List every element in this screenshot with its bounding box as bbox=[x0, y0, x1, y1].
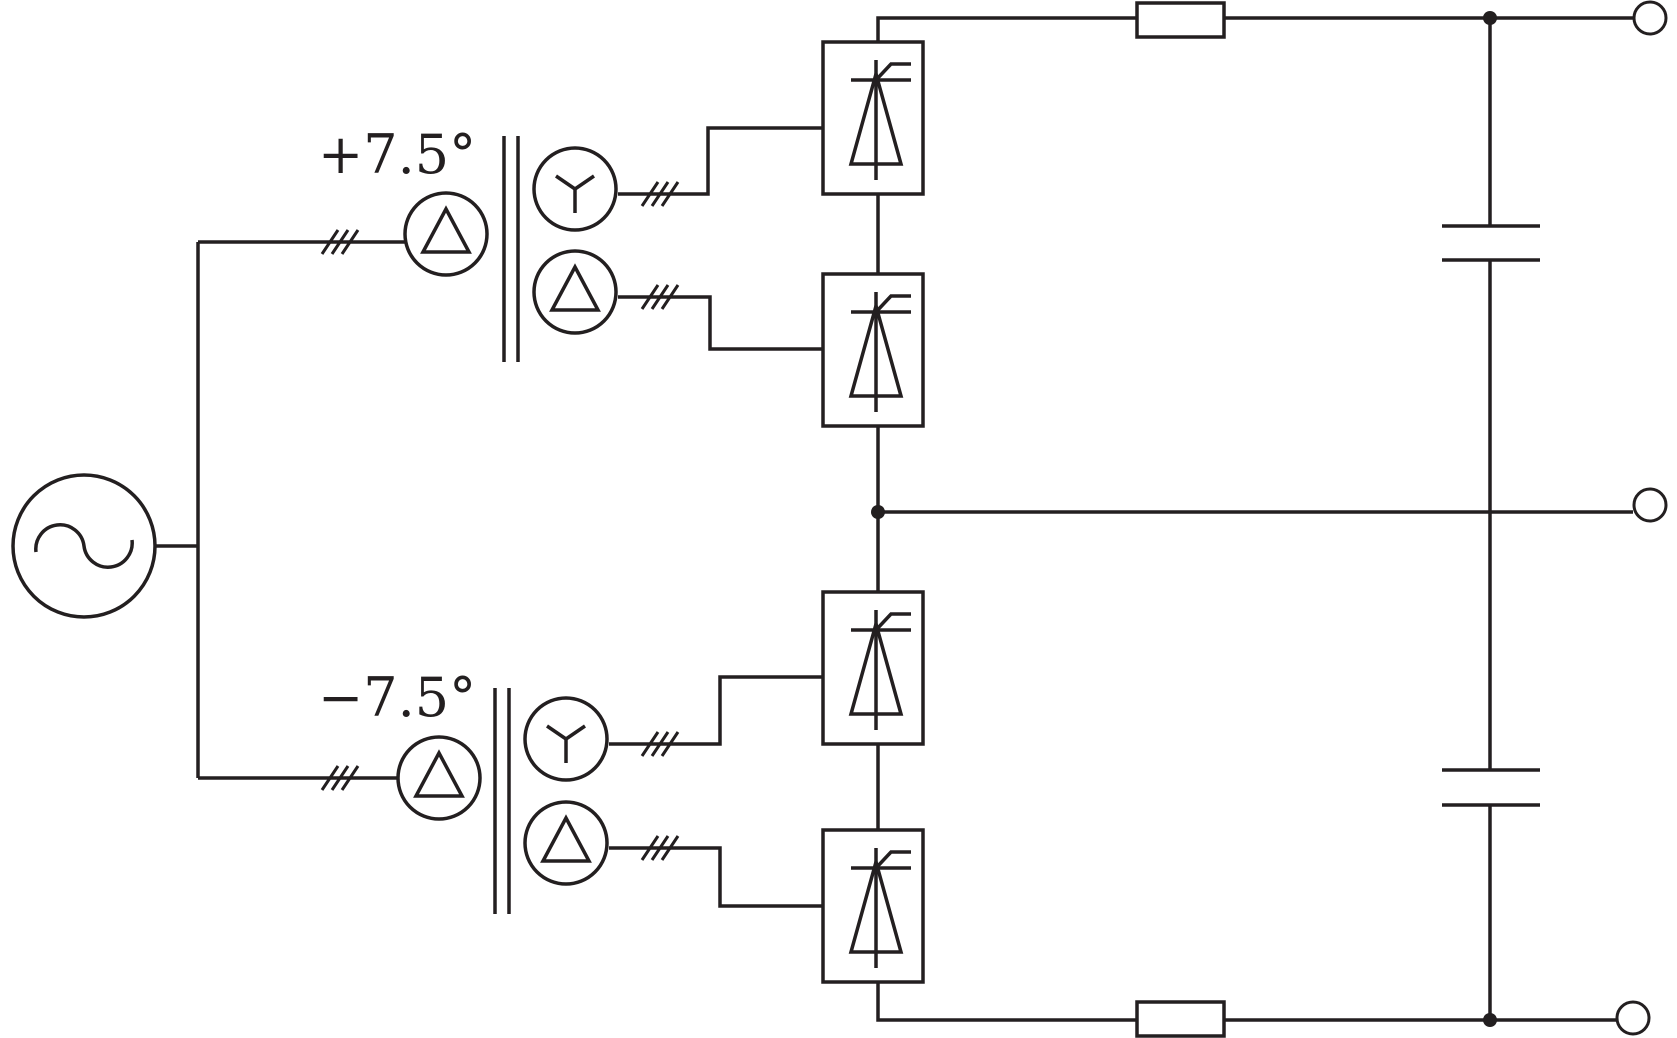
junction-dots bbox=[871, 11, 1497, 1027]
wye-winding-icon bbox=[532, 146, 618, 232]
capacitor-icon bbox=[1442, 224, 1540, 262]
delta-winding-icon bbox=[396, 735, 482, 821]
ac-source-icon bbox=[11, 473, 157, 619]
delta-winding-icon bbox=[403, 191, 489, 277]
resistor-icon bbox=[1135, 1, 1226, 39]
lower-phase-shift-label: −7.5° bbox=[318, 666, 476, 729]
lower-transformer: −7.5° bbox=[318, 666, 680, 914]
wiring bbox=[156, 16, 1633, 1022]
terminal-icon bbox=[1632, 487, 1668, 523]
resistor-icon bbox=[1135, 1000, 1226, 1038]
thyristor-bridge-icon bbox=[821, 828, 925, 984]
terminal-icon bbox=[1615, 1000, 1651, 1036]
terminal-icon bbox=[1632, 0, 1668, 36]
thyristor-bridge-icon bbox=[821, 40, 925, 196]
upper-transformer: +7.5° bbox=[318, 123, 680, 362]
capacitor-icon bbox=[1442, 768, 1540, 807]
delta-winding-icon bbox=[532, 249, 618, 335]
thyristor-bridge-icon bbox=[821, 272, 925, 428]
wye-winding-icon bbox=[523, 696, 609, 782]
delta-winding-icon bbox=[523, 800, 609, 886]
upper-phase-shift-label: +7.5° bbox=[318, 123, 476, 186]
thyristor-bridge-icon bbox=[821, 590, 925, 746]
